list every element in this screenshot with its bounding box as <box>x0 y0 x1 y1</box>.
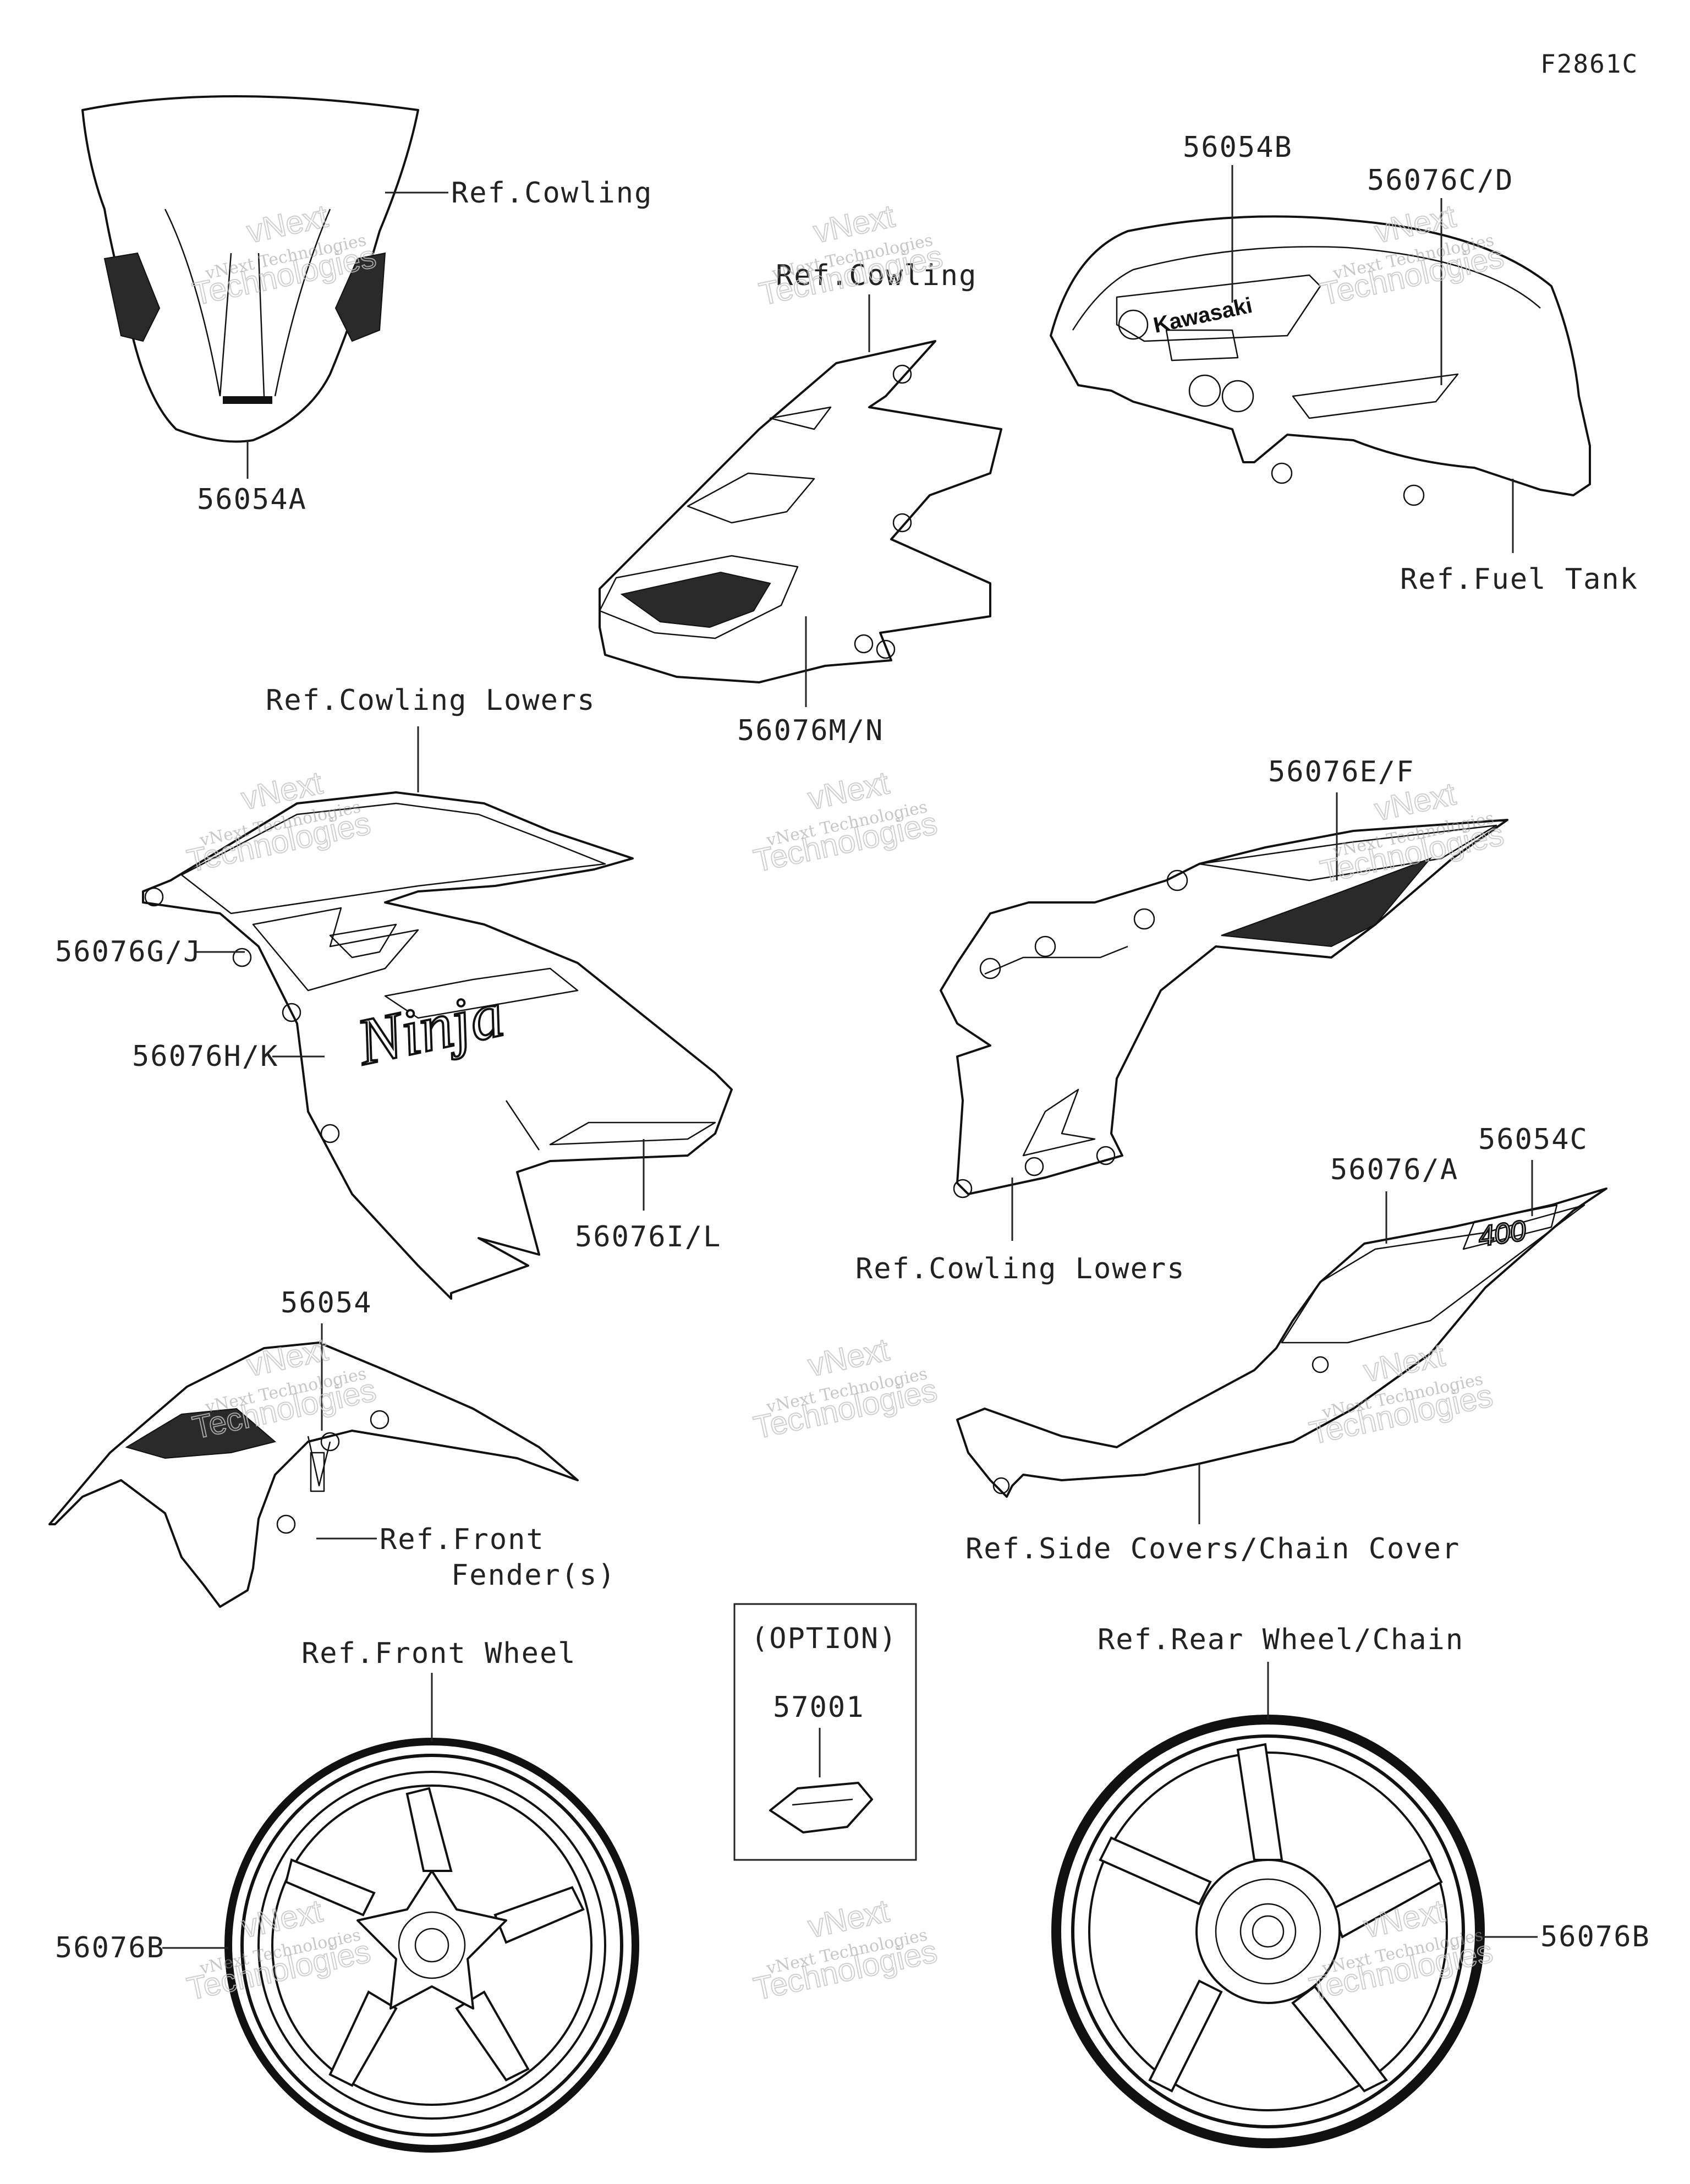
part-56054C: 56054C <box>1478 1123 1588 1156</box>
part-56076B-front: 56076B <box>55 1931 165 1964</box>
part-56076HK: 56076H/K <box>132 1040 278 1073</box>
part-56076IL: 56076I/L <box>575 1220 721 1254</box>
left-cowling-lower: Ninja <box>142 791 733 1300</box>
ref-rear-wheel: Ref.Rear Wheel/Chain <box>1098 1623 1464 1656</box>
part-57001: 57001 <box>773 1691 865 1724</box>
windshield-logo <box>223 396 272 404</box>
part-56054: 56054 <box>281 1287 372 1320</box>
ref-cowling-upper: Ref.Cowling <box>776 259 977 292</box>
400-logo: 400 <box>1477 1214 1528 1253</box>
diagram-id: F2861C <box>1540 49 1638 79</box>
part-56076CD: 56076C/D <box>1367 164 1513 197</box>
ref-cowling-lowers-left: Ref.Cowling Lowers <box>266 684 596 717</box>
part-56076MN: 56076M/N <box>737 714 884 747</box>
ref-side-covers: Ref.Side Covers/Chain Cover <box>965 1532 1460 1566</box>
ref-front-fender-line2: Fender(s) <box>451 1559 616 1592</box>
part-56054B: 56054B <box>1183 131 1293 164</box>
ref-front-fender-line1: Ref.Front <box>380 1523 545 1556</box>
part-56076A: 56076/A <box>1330 1153 1458 1186</box>
ref-cowling-windshield: Ref.Cowling <box>451 177 652 210</box>
part-56076EF: 56076E/F <box>1268 756 1414 789</box>
windshield <box>81 95 419 443</box>
side-cover: 400 <box>956 1187 1607 1498</box>
front-fender <box>48 1342 579 1608</box>
option-clip <box>769 1782 873 1833</box>
part-56054A: 56054A <box>197 483 307 516</box>
front-wheel <box>224 1738 639 2153</box>
part-56076B-rear: 56076B <box>1540 1920 1650 1953</box>
option-box: (OPTION) 57001 <box>733 1603 917 1861</box>
part-56076GJ: 56076G/J <box>55 935 201 968</box>
fuel-tank: Kawasaki <box>1050 215 1591 506</box>
ref-front-wheel: Ref.Front Wheel <box>301 1637 577 1670</box>
upper-cowling <box>599 340 1002 683</box>
right-cowling-lower <box>940 819 1508 1198</box>
option-heading: (OPTION) <box>751 1622 897 1655</box>
ref-cowling-lowers-right: Ref.Cowling Lowers <box>855 1252 1186 1285</box>
ref-fuel-tank: Ref.Fuel Tank <box>1400 563 1638 596</box>
